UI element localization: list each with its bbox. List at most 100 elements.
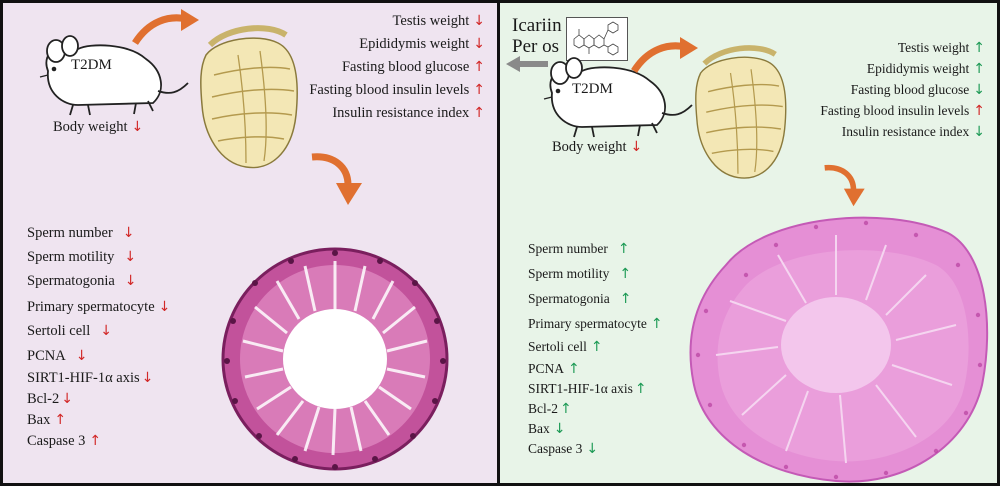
down-arrow-icon: ↓: [75, 348, 88, 364]
down-arrow-icon: ↓: [586, 441, 599, 457]
down-arrow-icon: ↓: [630, 139, 643, 155]
up-arrow-icon: ↑: [568, 361, 580, 377]
cell-metric-row: Caspase 3↑: [27, 433, 101, 450]
metric-label: Bax: [528, 421, 550, 436]
up-arrow-icon: ↑: [973, 103, 985, 119]
treatment-route: Per os: [512, 36, 559, 57]
t2dm-panel: T2DM Body weight↓ Testis weight↓ Epididy…: [0, 0, 500, 486]
metric-label: Caspase 3: [528, 441, 583, 456]
down-arrow-icon: ↓: [158, 299, 171, 315]
metric-label: Fasting blood insulin levels: [820, 103, 970, 118]
organ-metric-row: Fasting blood insulin levels↑: [309, 82, 485, 99]
cell-metric-row: Primary spermatocyte↓: [27, 299, 170, 316]
cell-metric-row: Sperm motility↓: [27, 249, 136, 266]
metric-label: Testis weight: [392, 13, 470, 29]
treatment-label: Icariin Per os: [512, 15, 562, 57]
up-arrow-icon: ↑: [560, 401, 572, 417]
up-arrow-icon: ↑: [973, 40, 985, 56]
organ-metric-row: Insulin resistance index↓: [842, 124, 985, 140]
cell-metric-row: Bax↓: [528, 421, 565, 437]
down-arrow-icon: ↓: [124, 249, 137, 265]
cell-metric-row: Spermatogonia↑: [528, 291, 631, 307]
metric-label: Caspase 3: [27, 433, 86, 449]
organ-metric-row: Fasting blood insulin levels↑: [820, 103, 985, 119]
up-arrow-icon: ↑: [473, 82, 485, 98]
testis-illustration: [695, 45, 787, 179]
cell-metric-row: Sperm number ↑: [528, 241, 630, 257]
metric-label: SIRT1-HIF-1α axis: [528, 381, 633, 396]
metric-label: Insulin resistance index: [332, 105, 470, 121]
organ-metric-row: Epididymis weight↑: [867, 61, 985, 77]
body-weight-label: Body weight: [552, 139, 627, 155]
metric-label: Spermatogonia: [528, 291, 610, 306]
testis-illustration: [200, 25, 298, 169]
cell-metric-row: Spermatogonia ↓: [27, 273, 137, 290]
up-arrow-icon: ↑: [473, 59, 485, 75]
down-arrow-icon: ↓: [553, 421, 566, 437]
metric-label: Epididymis weight: [866, 61, 970, 76]
organ-metric-row: Fasting blood glucose↓: [851, 82, 985, 98]
chemical-structure-diagram: [566, 17, 628, 61]
up-arrow-icon: ↑: [54, 412, 67, 428]
flow-arrow-icon: [631, 37, 698, 73]
body-weight-text: Body weight↓: [53, 119, 143, 136]
cell-metric-row: Sperm number↓: [27, 225, 135, 242]
flow-arrow-icon: [824, 164, 865, 207]
cell-metric-row: Bcl-2↑: [528, 401, 572, 417]
organ-metric-row: Testis weight↑: [898, 40, 985, 56]
metric-label: Fasting blood glucose: [341, 59, 470, 75]
down-arrow-icon: ↓: [124, 273, 137, 289]
organ-metric-row: Fasting blood glucose↑: [342, 59, 485, 76]
down-arrow-icon: ↓: [473, 36, 485, 52]
up-arrow-icon: ↑: [634, 381, 647, 397]
down-arrow-icon: ↓: [973, 82, 985, 98]
icariin-panel: Icariin Per os: [497, 0, 1000, 486]
metric-label: SIRT1-HIF-1α axis: [27, 370, 140, 386]
cell-metric-row: Primary spermatocyte↑: [528, 316, 663, 332]
up-arrow-icon: ↑: [89, 433, 102, 449]
down-arrow-icon: ↓: [131, 119, 144, 135]
up-arrow-icon: ↑: [590, 339, 603, 355]
mouse-label: T2DM: [71, 57, 112, 73]
metric-label: PCNA: [27, 348, 66, 364]
down-arrow-icon: ↓: [100, 323, 112, 339]
metric-label: PCNA: [528, 361, 565, 376]
down-arrow-icon: ↓: [473, 13, 485, 29]
cell-metric-row: PCNA ↓: [27, 348, 87, 365]
metric-label: Bcl-2: [528, 401, 558, 416]
metric-label: Sperm motility: [528, 266, 610, 281]
metric-label: Sertoli cell: [27, 323, 91, 339]
mouse-icon: [543, 57, 693, 138]
cell-metric-row: Bax↑: [27, 412, 66, 429]
metric-label: Spermatogonia: [27, 273, 115, 289]
cell-metric-row: SIRT1-HIF-1α axis↓: [27, 370, 153, 387]
flow-arrow-icon: [311, 153, 362, 205]
cell-metric-row: Sperm motility ↑: [528, 266, 631, 282]
mouse-icon: [39, 35, 189, 116]
cell-metric-row: Sertoli cell ↓: [27, 323, 112, 340]
metric-label: Insulin resistance index: [841, 124, 970, 139]
up-arrow-icon: ↑: [619, 266, 632, 282]
administration-arrow-icon: [506, 56, 548, 72]
up-arrow-icon: ↑: [650, 316, 663, 332]
body-weight-text: Body weight↓: [552, 139, 642, 156]
organ-metric-row: Insulin resistance index↑: [332, 105, 485, 122]
metric-label: Primary spermatocyte: [27, 299, 155, 315]
up-arrow-icon: ↑: [473, 105, 485, 121]
metric-label: Sperm number: [27, 225, 113, 241]
metric-label: Bcl-2: [27, 391, 60, 407]
metric-label: Sperm number: [528, 241, 608, 256]
cell-metric-row: SIRT1-HIF-1α axis↑: [528, 381, 647, 397]
metric-label: Fasting blood glucose: [850, 82, 970, 97]
down-arrow-icon: ↓: [61, 391, 73, 407]
body-weight-label: Body weight: [53, 119, 128, 135]
seminiferous-tubule-section: [689, 216, 989, 483]
up-arrow-icon: ↑: [617, 241, 630, 257]
down-arrow-icon: ↓: [973, 124, 985, 140]
metric-label: Bax: [27, 412, 51, 428]
metric-label: Primary spermatocyte: [528, 316, 647, 331]
cell-metric-row: Sertoli cell↑: [528, 339, 603, 355]
metric-label: Fasting blood insulin levels: [309, 82, 470, 98]
metric-label: Sertoli cell: [528, 339, 587, 354]
